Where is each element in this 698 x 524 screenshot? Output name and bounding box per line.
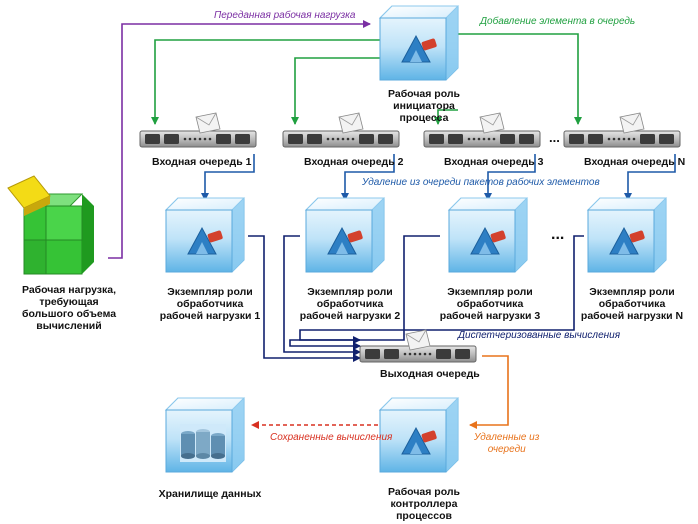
worker-1-icon xyxy=(165,197,245,273)
note-remove-packets: Удаление из очереди пакетов рабочих элем… xyxy=(362,177,600,188)
data-storage-icon xyxy=(165,397,245,473)
workload-label: Рабочая нагрузка, требующая большого объ… xyxy=(21,284,117,332)
note-transferred: Переданная рабочая нагрузка xyxy=(214,10,356,21)
worker-ellipsis: ... xyxy=(551,226,565,243)
worker-2-label: Экземпляр роли обработчика рабочей нагру… xyxy=(299,286,401,322)
worker-2-icon xyxy=(305,197,385,273)
input-queue-1-icon xyxy=(139,112,257,148)
worker-1-label: Экземпляр роли обработчика рабочей нагру… xyxy=(159,286,261,322)
note-removed-from-queue: Удаленные из очереди xyxy=(474,432,540,455)
connectors-dispatched xyxy=(248,235,584,362)
connector-output-to-controller xyxy=(469,355,509,429)
worker-3-label: Экземпляр роли обработчика рабочей нагру… xyxy=(439,286,541,322)
workload-blocks-icon xyxy=(7,175,94,275)
worker-n-label: Экземпляр роли обработчика рабочей нагру… xyxy=(580,286,684,322)
input-queue-3-label: Входная очередь 3 xyxy=(444,156,544,168)
worker-n-icon xyxy=(587,197,667,273)
input-queue-n-label: Входная очередь N xyxy=(584,156,686,168)
connectors-add-item xyxy=(151,33,582,125)
input-queue-1-label: Входная очередь 1 xyxy=(152,156,252,168)
initiator-label: Рабочая роль инициатора процесса xyxy=(387,88,460,124)
initiator-role-icon xyxy=(379,5,459,81)
controller-label: Рабочая роль контроллера процессов xyxy=(387,486,460,522)
input-queue-2-label: Входная очередь 2 xyxy=(304,156,404,168)
note-saved: Сохраненные вычисления xyxy=(270,432,393,443)
note-add-item: Добавление элемента в очередь xyxy=(480,16,636,27)
connector-transferred xyxy=(108,20,371,259)
data-storage-label: Хранилище данных xyxy=(158,488,262,500)
output-queue-label: Выходная очередь xyxy=(380,368,480,380)
note-dispatched: Диспетчеризованные вычисления xyxy=(458,330,621,341)
input-queue-n-icon xyxy=(563,112,681,148)
connectors-remove-from-queue xyxy=(201,154,676,201)
queue-ellipsis: ... xyxy=(549,130,560,145)
worker-3-icon xyxy=(448,197,528,273)
